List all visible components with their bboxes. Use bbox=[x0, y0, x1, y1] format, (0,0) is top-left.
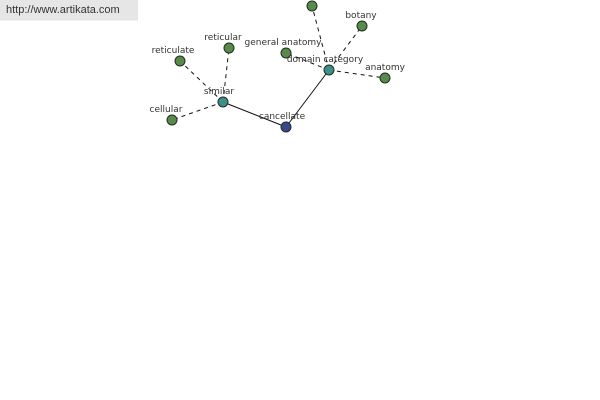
edge-domain-category-botany bbox=[328, 25, 363, 71]
node-label-cellular[interactable]: cellular bbox=[150, 105, 183, 115]
watermark-url: http://www.artikata.com bbox=[6, 4, 120, 16]
node-anatomy[interactable] bbox=[379, 72, 391, 84]
node-label-domain-category[interactable]: domain category bbox=[287, 55, 364, 65]
edge-cancellate-similar bbox=[222, 101, 287, 128]
node-label-cancellate[interactable]: cancellate bbox=[259, 112, 306, 122]
edge-similar-cellular bbox=[171, 101, 224, 121]
node-label-reticulate[interactable]: reticulate bbox=[152, 46, 195, 56]
graph-nodes bbox=[166, 0, 391, 133]
watermark-banner: http://www.artikata.com bbox=[0, 0, 138, 21]
node-reticular[interactable] bbox=[223, 42, 235, 54]
edge-domain-category-top-node bbox=[311, 5, 330, 71]
node-reticulate[interactable] bbox=[174, 55, 186, 67]
edge-similar-reticular bbox=[222, 47, 230, 103]
node-label-general-anatomy[interactable]: general anatomy bbox=[245, 38, 323, 48]
edge-cancellate-domain-category bbox=[285, 69, 330, 128]
node-botany[interactable] bbox=[356, 20, 368, 32]
node-label-botany[interactable]: botany bbox=[345, 11, 377, 21]
graph-edges bbox=[171, 5, 386, 128]
node-label-reticular[interactable]: reticular bbox=[204, 33, 242, 43]
node-label-anatomy[interactable]: anatomy bbox=[365, 63, 406, 73]
node-similar[interactable] bbox=[217, 96, 229, 108]
node-cellular[interactable] bbox=[166, 114, 178, 126]
node-domain-category[interactable] bbox=[323, 64, 335, 76]
node-label-similar[interactable]: similar bbox=[204, 87, 234, 97]
node-general-anatomy[interactable] bbox=[280, 47, 292, 59]
graph-labels: cancellate similar domain category reticula… bbox=[150, 11, 406, 122]
node-cancellate[interactable] bbox=[280, 121, 292, 133]
edge-similar-reticulate bbox=[179, 60, 224, 103]
node-top-node[interactable] bbox=[306, 0, 318, 12]
edge-domain-category-anatomy bbox=[328, 69, 386, 79]
